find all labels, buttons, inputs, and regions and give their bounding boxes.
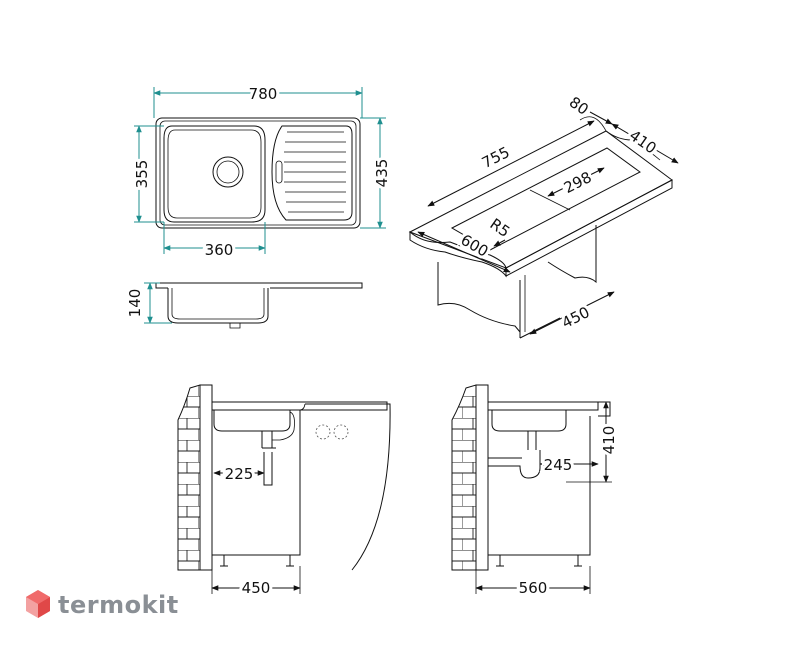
termokit-logo: termokit — [26, 590, 179, 619]
dim-298-label: 298 — [561, 168, 595, 197]
dim-410-line — [611, 123, 679, 164]
cutout-outline — [450, 147, 641, 251]
countertop-side-edge — [505, 179, 673, 277]
countertop-top — [408, 130, 673, 269]
dim-355-label: 355 — [133, 160, 151, 189]
install-front-view: 225 450 — [177, 384, 391, 600]
dim-225-label: 225 — [225, 465, 254, 483]
profile-rim — [155, 282, 363, 289]
wall-panel — [475, 384, 489, 571]
watermark-text: termokit — [58, 591, 179, 619]
sink-rim — [159, 120, 357, 226]
dim-435-label: 435 — [373, 159, 391, 188]
dim-560-label: 560 — [519, 579, 548, 597]
wall-panel — [199, 384, 213, 571]
brick-wall — [451, 384, 477, 571]
dim-360-label: 360 — [205, 241, 234, 259]
countertop-edge — [598, 401, 611, 417]
top-view: 780 355 435 360 — [130, 82, 394, 262]
dim-80-line — [589, 111, 613, 125]
drainer-outline — [271, 125, 353, 221]
sink-bowl — [491, 410, 567, 432]
profile-bowl-inner — [171, 288, 265, 320]
cabinet-left-break — [437, 262, 521, 333]
logo-hex-side — [38, 597, 50, 618]
cabinet-legs — [220, 555, 294, 567]
countertop — [487, 401, 599, 411]
side-profile: 140 — [123, 282, 363, 329]
cabinet-right — [547, 225, 597, 284]
dim-80-label: 80 — [566, 93, 592, 119]
bowl-inner — [167, 129, 262, 219]
bowl-outline — [163, 125, 266, 223]
dim-755-line — [427, 120, 595, 207]
drainer-grooves — [284, 131, 346, 213]
outlet-circle — [315, 424, 331, 440]
brick-wall — [177, 384, 201, 571]
cutout-divider — [529, 189, 571, 211]
siphon — [261, 431, 276, 486]
drain-outer — [212, 156, 244, 188]
siphon — [488, 431, 541, 479]
dim-755-label: 755 — [479, 143, 513, 172]
dim-r5-label: R5 — [487, 215, 514, 241]
dim-140-label: 140 — [126, 289, 144, 318]
dim-780-label: 780 — [249, 85, 278, 103]
countertop — [211, 401, 388, 411]
countertop-front-edge — [409, 230, 507, 278]
overflow — [275, 160, 283, 184]
outlet-circle — [333, 424, 349, 440]
cabinet-body — [487, 410, 591, 556]
sink-bowl — [213, 410, 291, 432]
overflow-pipe — [272, 411, 295, 441]
dim-600-line — [417, 231, 511, 273]
profile-bowl — [167, 288, 269, 324]
dim-245-label: 245 — [544, 456, 573, 474]
install-side-view: 245 410 560 — [451, 384, 621, 600]
profile-drain — [229, 323, 241, 329]
isometric-view: 755 80 410 298 R5 600 450 — [408, 90, 679, 339]
dim-450-line — [529, 291, 615, 335]
sink-rim — [220, 403, 306, 411]
dim-298-line — [547, 167, 605, 197]
dim-450-front-label: 450 — [242, 579, 271, 597]
sink-outline — [155, 117, 361, 229]
cabinet-legs — [496, 555, 582, 567]
dim-410-label: 410 — [626, 126, 660, 157]
drain-inner — [216, 160, 240, 184]
dim-410-side-label: 410 — [600, 426, 618, 455]
side-panel — [305, 403, 391, 571]
dim-cab-450-label: 450 — [559, 303, 593, 332]
